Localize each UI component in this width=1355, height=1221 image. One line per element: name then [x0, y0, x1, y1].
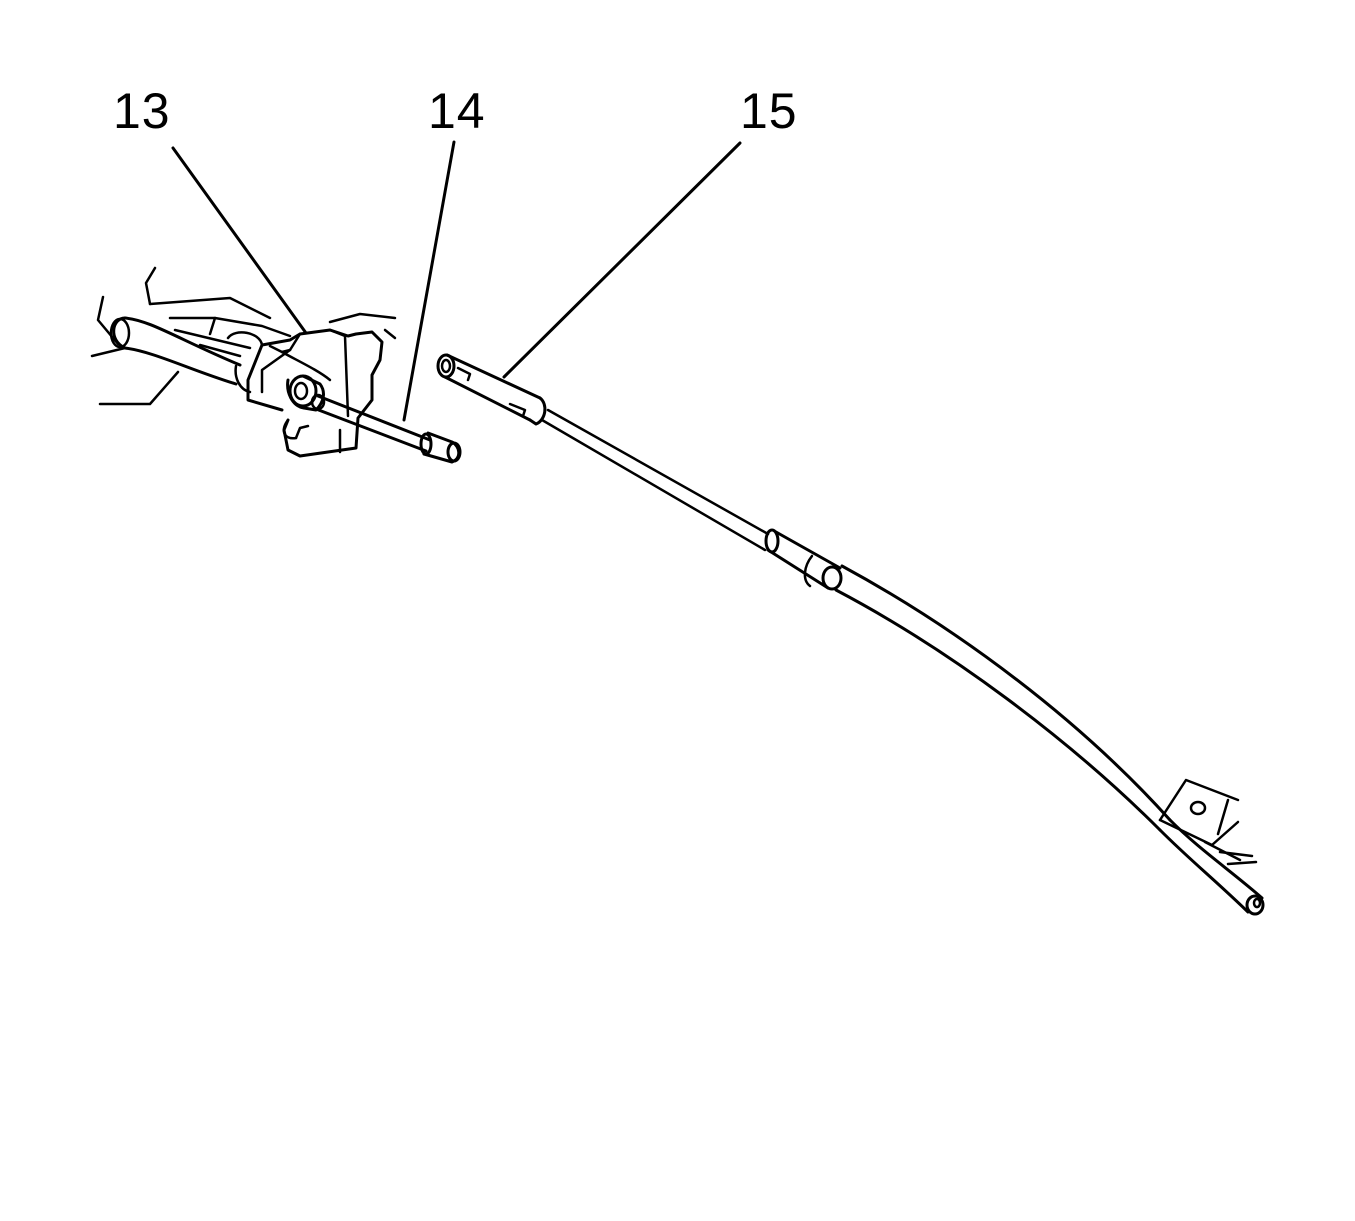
callout-14: 14 — [428, 83, 486, 139]
leader-line-13 — [173, 148, 306, 333]
cable-bracket-assembly — [92, 268, 395, 456]
inner-cable — [316, 396, 460, 462]
callout-15: 15 — [740, 83, 798, 139]
leader-line-14 — [404, 142, 454, 420]
leader-line-15 — [504, 143, 740, 377]
cable-assembly — [438, 355, 1263, 914]
callout-13: 13 — [113, 83, 171, 139]
